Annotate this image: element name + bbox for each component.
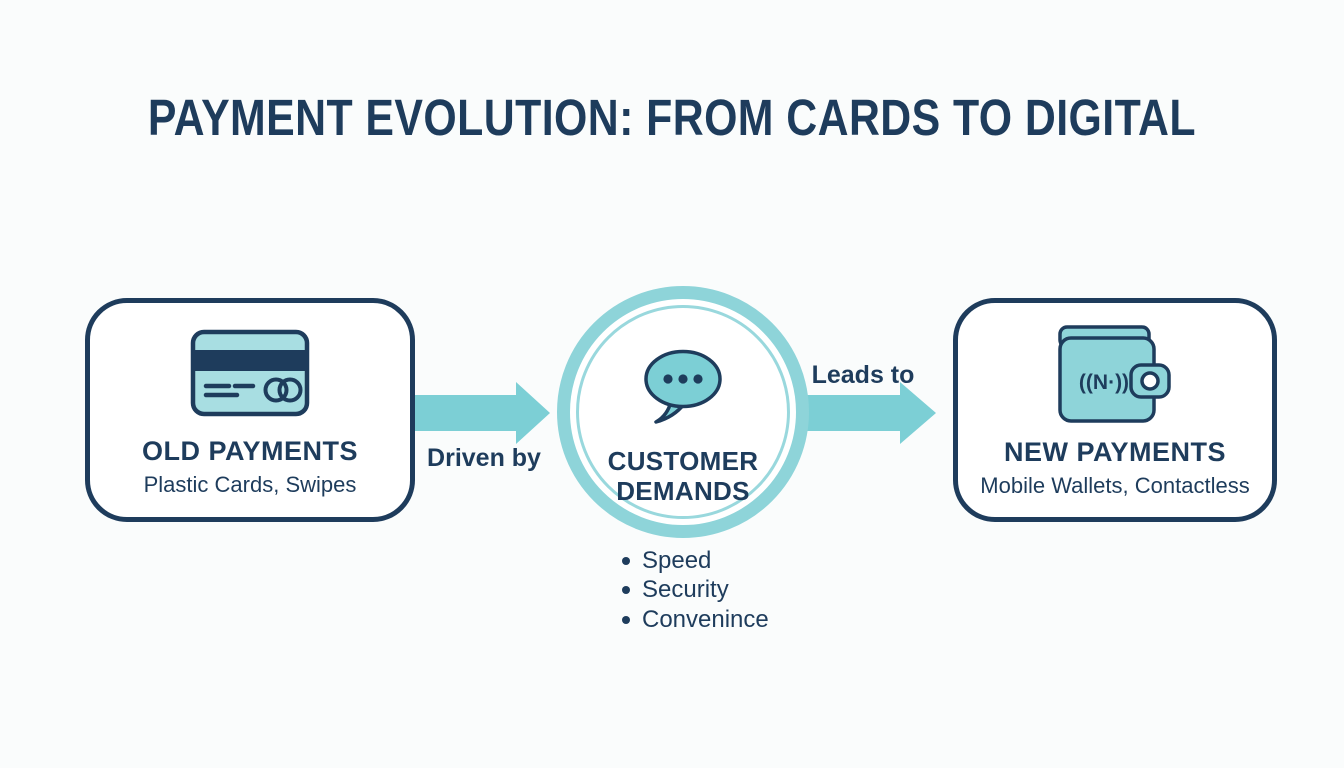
driven-by-arrow xyxy=(415,382,550,444)
new-payments-box: ((N·)) NEW PAYMENTS Mobile Wallets, Cont… xyxy=(953,298,1277,522)
bullet-dot-icon xyxy=(622,586,630,595)
bullet-text: Speed xyxy=(642,546,712,574)
credit-card-icon xyxy=(190,329,310,417)
driven-by-label: Driven by xyxy=(427,444,541,472)
bullet-dot-icon xyxy=(622,615,630,624)
new-payments-heading: NEW PAYMENTS xyxy=(1003,437,1227,467)
old-payments-heading: OLD PAYMENTS xyxy=(141,436,359,466)
nfc-wallet-icon: ((N·)) xyxy=(1058,325,1171,423)
bullet-item: Speed xyxy=(622,546,769,576)
nfc-glyph-text: ((N·)) xyxy=(1079,371,1129,394)
old-payments-subheading: Plastic Cards, Swipes xyxy=(143,471,357,497)
bullet-text: Security xyxy=(642,576,729,604)
page-title: PAYMENT EVOLUTION: FROM CARDS TO DIGITAL xyxy=(0,88,1344,147)
circle-inner-ring xyxy=(576,305,790,519)
leads-to-label: Leads to xyxy=(811,361,915,389)
old-payments-box: OLD PAYMENTS Plastic Cards, Swipes xyxy=(85,298,415,522)
bullet-item: Convenince xyxy=(622,605,769,635)
customer-demands-bullets: Speed Security Convenince xyxy=(622,546,769,635)
customer-demands-circle: CUSTOMER DEMANDS xyxy=(557,286,809,538)
leads-to-arrow xyxy=(790,382,936,444)
new-payments-subheading: Mobile Wallets, Contactless xyxy=(980,472,1250,498)
speech-bubble-icon xyxy=(644,349,722,424)
bullet-item: Security xyxy=(622,576,769,606)
bullet-text: Convenince xyxy=(642,605,769,633)
bullet-dot-icon xyxy=(622,556,630,565)
page-title-text: PAYMENT EVOLUTION: FROM CARDS TO DIGITAL xyxy=(147,89,1197,146)
customer-demands-heading: CUSTOMER DEMANDS xyxy=(607,446,759,506)
